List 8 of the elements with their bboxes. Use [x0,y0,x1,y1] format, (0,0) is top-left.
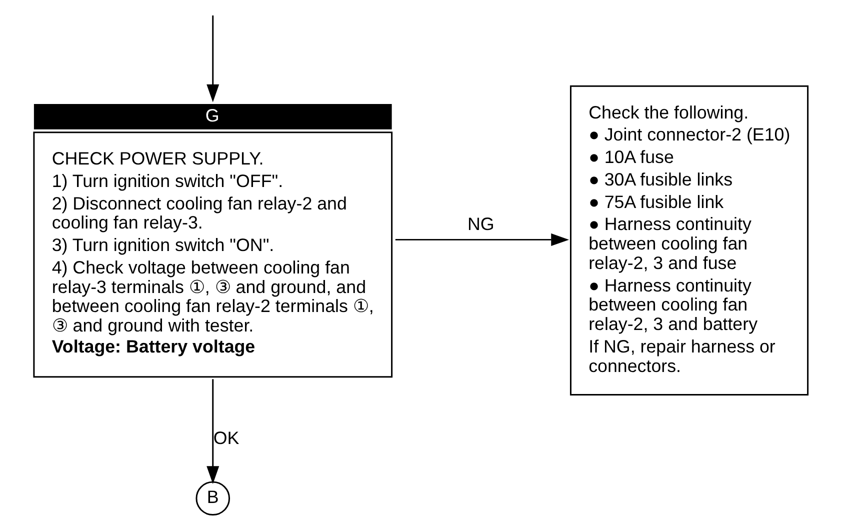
edge-label: NG [467,214,494,234]
arrow [206,15,220,102]
node-circle: B [196,481,230,516]
edge-label: OK [213,428,240,448]
arrow [206,379,220,484]
arrow [395,233,570,246]
node-box: Check the following. ● Joint connector-2 (E10) ● 10A fuse ● 30A fusible links ● 75A fusible link ● Harness continuity between cooling fan relay-2, 3 and fuse ● Harness continuity between cooling fan relay-2, 3 and battery If NG, repair harness or connectors. [570,85,809,396]
node-label: G [205,105,220,126]
